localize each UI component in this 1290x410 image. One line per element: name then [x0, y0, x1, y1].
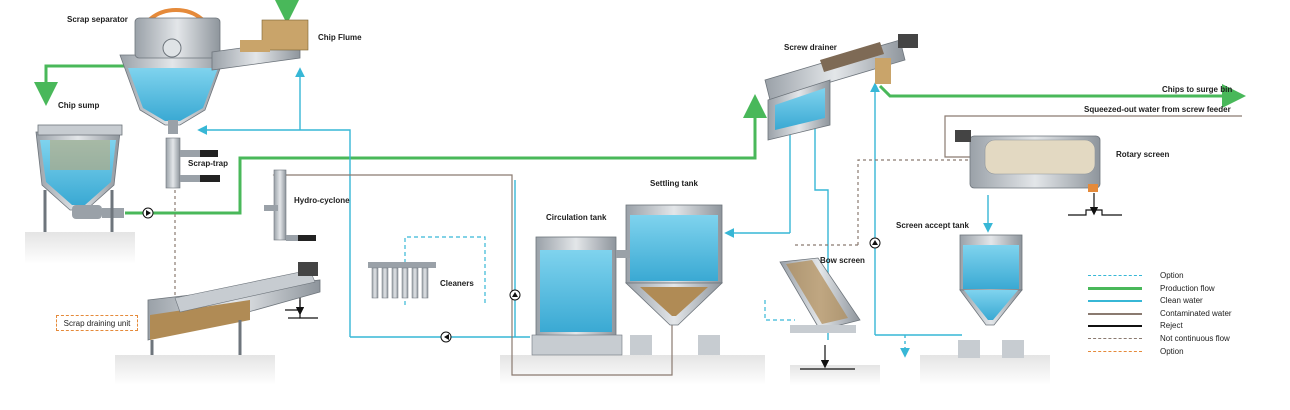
label-scrap-separator: Scrap separator: [67, 15, 128, 24]
screw-drainer: [764, 34, 918, 141]
legend-swatch: [1088, 300, 1142, 303]
legend-label: Not continuous flow: [1160, 333, 1230, 343]
legend-swatch: [1088, 337, 1142, 339]
legend: Option Production flow Clean water Conta…: [1088, 270, 1268, 358]
pump-icon: [142, 207, 154, 219]
pumps: [142, 207, 881, 343]
clean-water-lines: [197, 67, 993, 358]
legend-label: Reject: [1160, 321, 1183, 331]
pump-icon: [440, 331, 452, 343]
circulation-tank: [531, 236, 623, 356]
pump-icon: [869, 237, 881, 249]
label-cleaners: Cleaners: [440, 279, 474, 288]
option-blue-dashed: [404, 236, 795, 321]
label-squeezed-out-water: Squeezed-out water from screw feeder: [1084, 105, 1231, 114]
label-scrap-trap: Scrap-trap: [188, 159, 228, 168]
rotary-screen: [955, 130, 1101, 192]
chip-sump: [35, 124, 124, 232]
scrap-draining-unit: [147, 262, 321, 355]
legend-swatch: [1088, 286, 1142, 290]
label-settling-tank: Settling tank: [650, 179, 699, 188]
screen-accept-tank: [958, 234, 1024, 358]
hydro-cyclone: [264, 169, 316, 241]
legend-item-not-continuous: Not continuous flow: [1088, 333, 1268, 346]
label-circulation-tank: Circulation tank: [546, 213, 607, 222]
label-chip-sump: Chip sump: [58, 101, 99, 110]
legend-label: Option: [1160, 346, 1184, 356]
production-flow-lines: [34, 0, 1246, 215]
legend-label: Production flow: [1160, 283, 1215, 293]
legend-label: Contaminated water: [1160, 308, 1232, 318]
settling-tank: [616, 204, 723, 355]
label-hydro-cyclone: Hydro-cyclone: [294, 196, 350, 205]
contaminated-water-lines: [272, 115, 1242, 376]
chip-flume: [211, 19, 309, 71]
bow-screen: [779, 257, 861, 333]
legend-swatch: [1088, 350, 1142, 352]
label-rotary-screen: Rotary screen: [1116, 150, 1169, 159]
legend-item-production-flow: Production flow: [1088, 283, 1268, 296]
pump-icon: [509, 289, 521, 301]
label-chips-to-surge-bin: Chips to surge bin: [1162, 85, 1232, 94]
legend-label: Option: [1160, 271, 1184, 280]
legend-item-clean-water: Clean water: [1088, 295, 1268, 308]
label-screw-drainer: Screw drainer: [784, 43, 837, 52]
legend-item-contaminated-water: Contaminated water: [1088, 308, 1268, 321]
reject-lines: [285, 193, 1122, 370]
legend-label: Clean water: [1160, 296, 1203, 306]
scrap-separator: [119, 8, 226, 134]
label-chip-flume: Chip Flume: [318, 33, 362, 42]
legend-swatch: [1088, 325, 1142, 328]
label-scrap-draining-unit: Scrap draining unit: [56, 315, 138, 331]
label-screen-accept-tank: Screen accept tank: [896, 221, 969, 230]
legend-swatch: [1088, 312, 1142, 315]
floor-platforms: [25, 232, 1050, 385]
cleaners: [368, 262, 436, 299]
legend-swatch: [1088, 275, 1142, 276]
legend-item-reject: Reject: [1088, 320, 1268, 333]
legend-item-option-orange: Option: [1088, 346, 1268, 359]
not-continuous-lines: [174, 159, 975, 300]
legend-item-option-blue: Option: [1088, 270, 1268, 283]
label-bow-screen: Bow screen: [820, 256, 865, 265]
scrap-trap: [165, 137, 220, 189]
